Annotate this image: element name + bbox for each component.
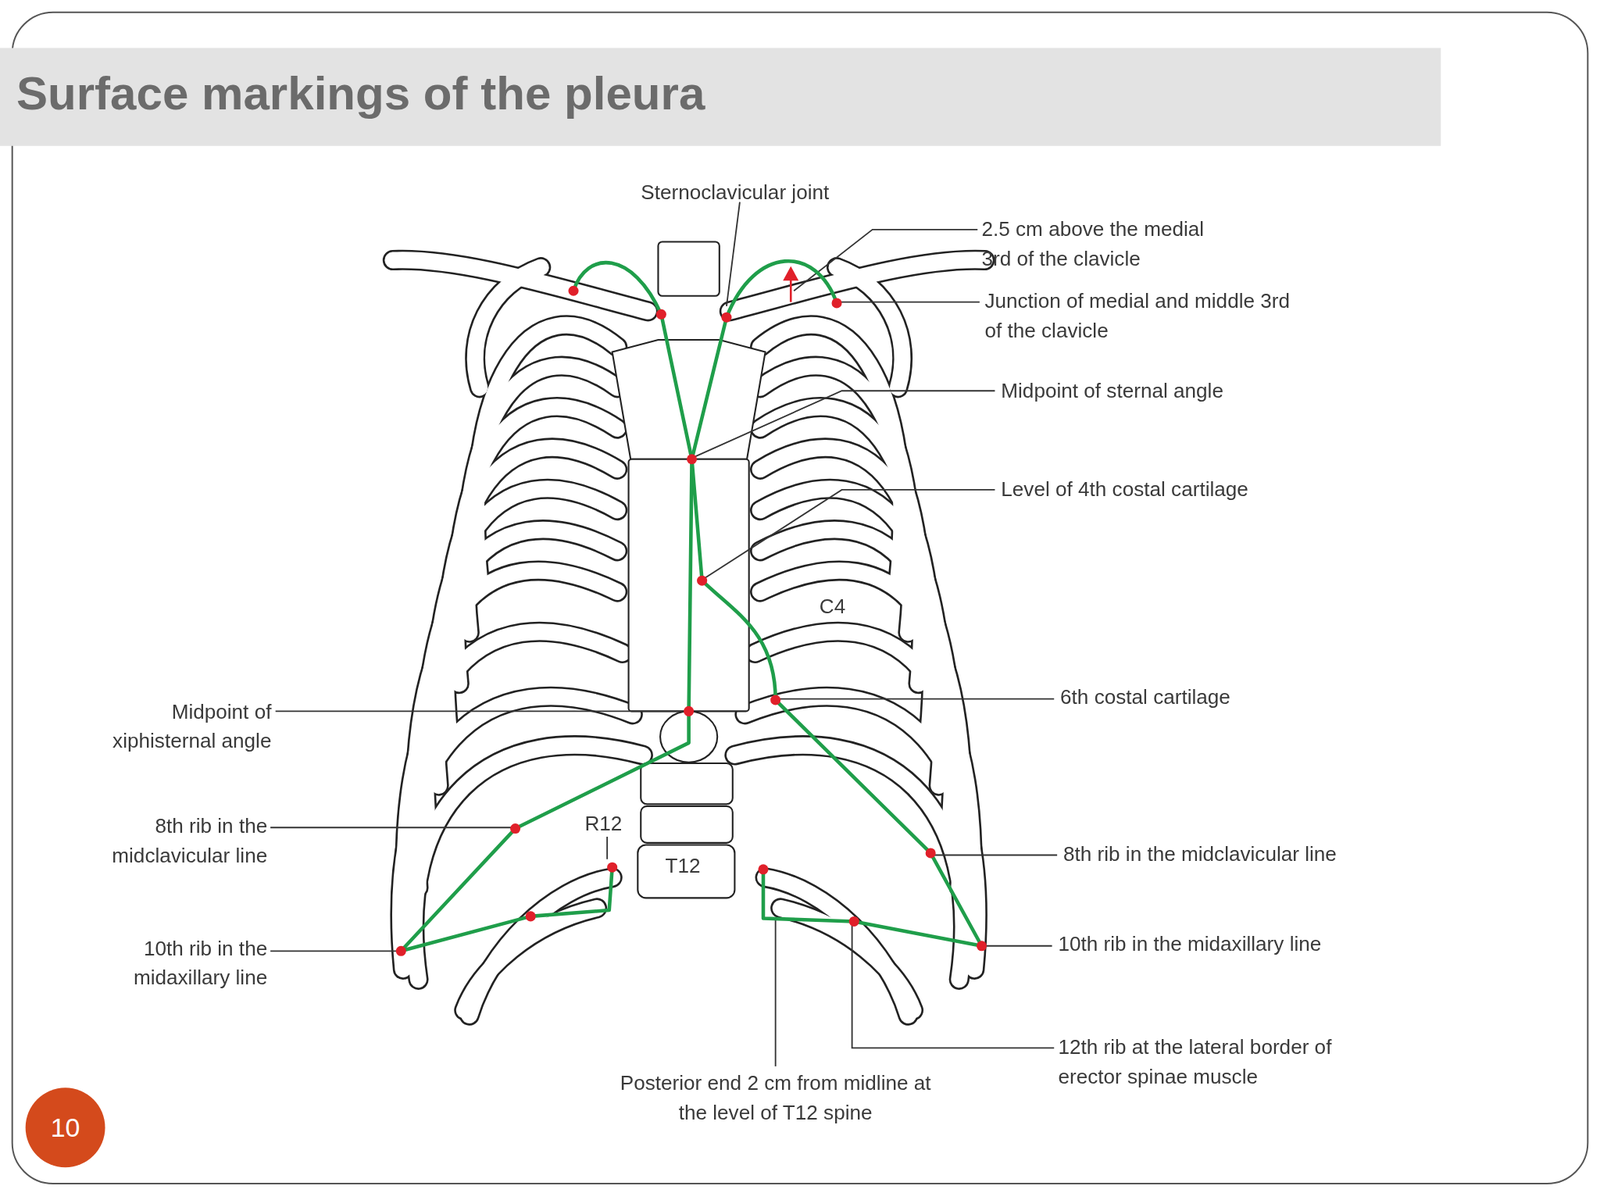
rib-cage [392, 260, 986, 1016]
slide-number: 10 [25, 1087, 106, 1168]
callout-label: 10th rib in the midaxillary line [93, 933, 268, 993]
callout-label: Level of 4th costal cartilage [1000, 474, 1249, 504]
callout-label: Posterior end 2 cm from midline at the l… [612, 1068, 940, 1129]
vertebra [657, 242, 719, 297]
pleura-line [400, 260, 982, 951]
callout-label: R12 [584, 809, 622, 840]
landmark-dots [396, 285, 987, 957]
slide-frame [12, 12, 1589, 1184]
ribs-right-fill [729, 260, 986, 1016]
ribs-right-outline [729, 260, 986, 1016]
callout-label: 12th rib at the lateral border of erecto… [1057, 1032, 1359, 1093]
vertebra [640, 763, 733, 804]
vertebra-t12 [637, 844, 735, 898]
callout-label: Junction of medial and middle 3rd of the… [984, 286, 1301, 347]
vertebra [640, 806, 733, 843]
height-arrow [784, 268, 797, 303]
slide-title: Surface markings of the pleura [16, 65, 705, 122]
leader-lines [270, 202, 1058, 1067]
callout-label: Midpoint of sternal angle [1000, 376, 1224, 407]
callout-label: Midpoint of xiphisternal angle [82, 696, 272, 757]
slide-number-text: 10 [50, 1111, 81, 1143]
callout-label: 2.5 cm above the medial 3rd of the clavi… [981, 214, 1237, 274]
callout-label: T12 [665, 850, 701, 881]
callout-label: 8th rib in the midclavicular line [1063, 839, 1337, 870]
callout-label: 6th costal cartilage [1060, 682, 1231, 713]
callout-label: 8th rib in the midclavicular line [78, 810, 268, 871]
callout-label: 10th rib in the midaxillary line [1057, 929, 1322, 960]
callout-label: Sternoclavicular joint [640, 177, 829, 208]
callout-label: C4 [819, 592, 846, 622]
title-bar [0, 47, 1441, 146]
